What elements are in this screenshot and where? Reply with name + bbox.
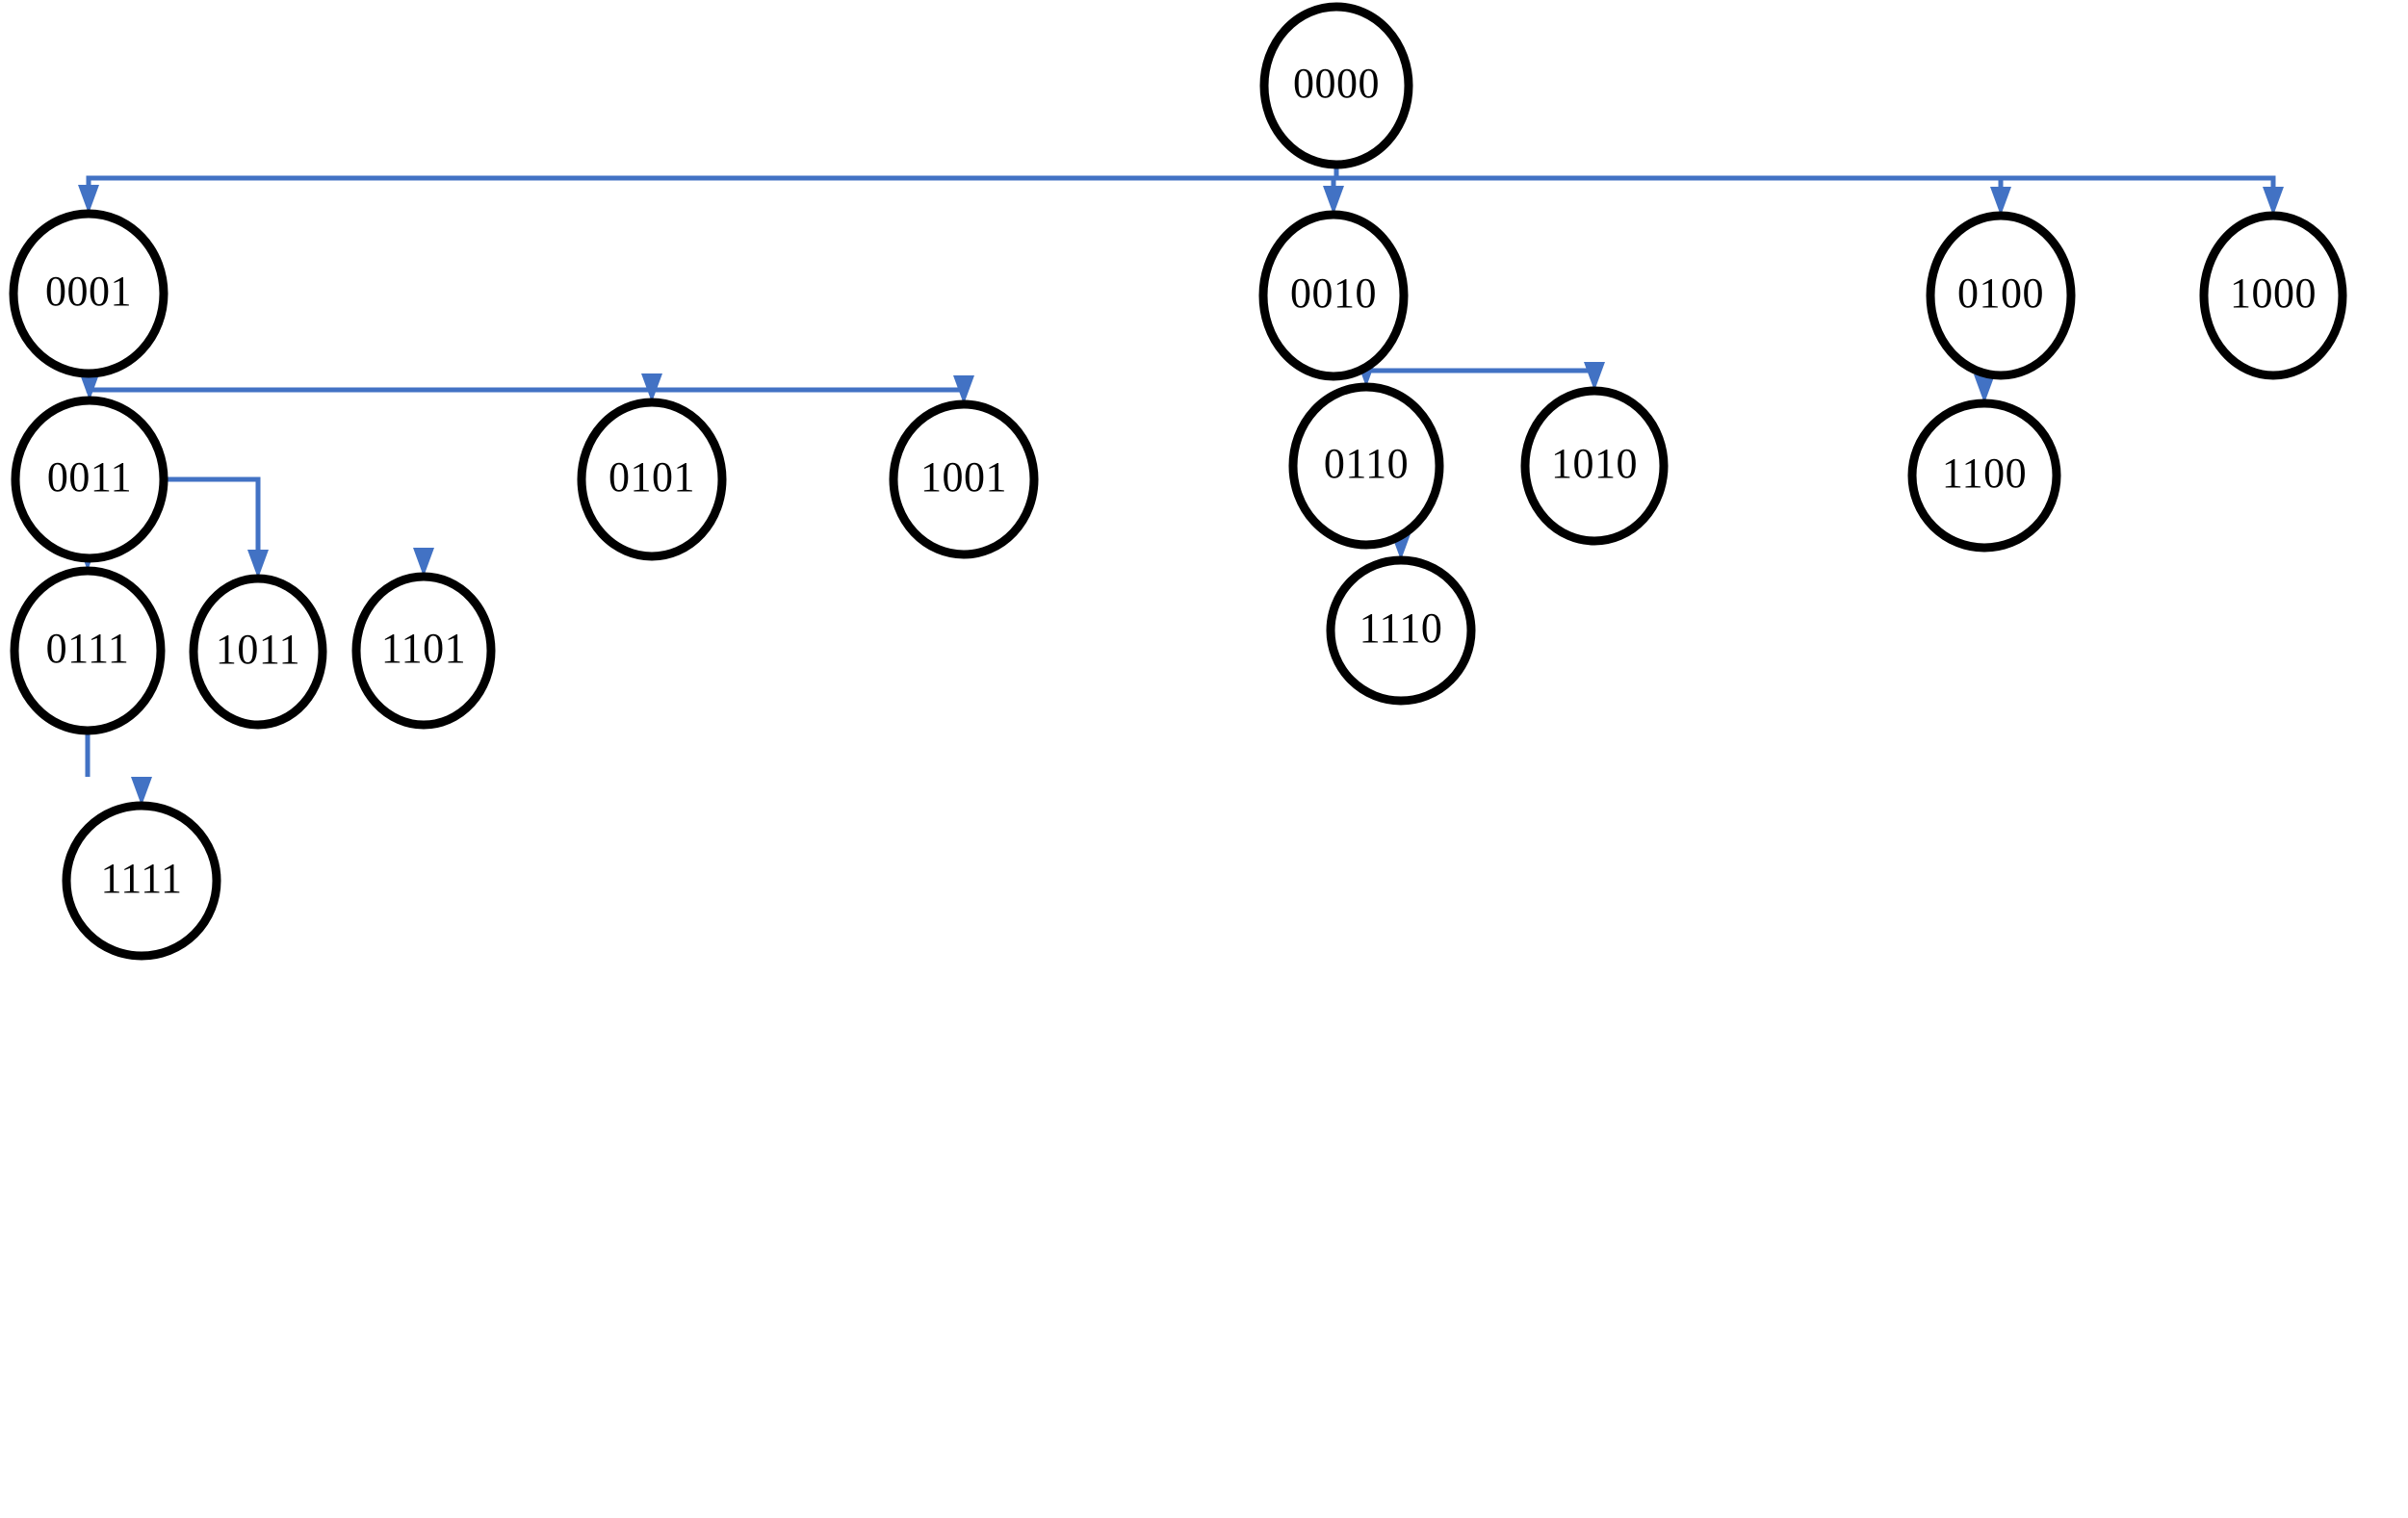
node-circle-1010[interactable] [1520, 386, 1669, 546]
arrowhead-icon [78, 185, 99, 214]
node-circle-0110[interactable] [1288, 382, 1444, 550]
node-label-1100: 1100 [1942, 450, 2027, 497]
node-label-0111: 0111 [46, 625, 130, 672]
node-label-1101: 1101 [381, 625, 466, 672]
node-circle-1111[interactable] [62, 801, 221, 961]
node-circle-0101[interactable] [577, 398, 727, 561]
node-label-1110: 1110 [1359, 605, 1443, 652]
node-0000[interactable]: 0000 [1259, 2, 1413, 169]
edge-0111-to-1111 [85, 731, 152, 806]
node-1110[interactable]: 1110 [1326, 555, 1476, 706]
node-1101[interactable]: 1101 [351, 572, 496, 730]
arrowhead-icon [953, 375, 974, 404]
node-circle-1001[interactable] [889, 399, 1039, 559]
edge-0011-to-1011 [164, 476, 269, 579]
node-circle-1000[interactable] [2199, 211, 2347, 380]
node-0110[interactable]: 0110 [1288, 382, 1444, 550]
node-circle-1101[interactable] [351, 572, 496, 730]
node-1111[interactable]: 1111 [62, 801, 221, 961]
arrowhead-icon [1974, 374, 1995, 403]
edge-line [86, 373, 967, 393]
node-circle-1100[interactable] [1907, 399, 2061, 553]
node-circle-0100[interactable] [1926, 211, 2076, 380]
node-1001[interactable]: 1001 [889, 399, 1039, 559]
node-1011[interactable]: 1011 [189, 574, 327, 730]
edge-line [86, 373, 655, 393]
node-1100[interactable]: 1100 [1907, 399, 2061, 553]
node-0111[interactable]: 0111 [10, 566, 166, 735]
arrowhead-icon [413, 548, 434, 577]
node-label-1000: 1000 [2230, 270, 2317, 317]
node-0010[interactable]: 0010 [1258, 210, 1409, 381]
node-circle-0001[interactable] [9, 209, 168, 378]
node-label-0011: 0011 [47, 453, 132, 501]
edge-0101-to-1101 [413, 548, 655, 577]
edge-0000-to-0001 [78, 165, 1339, 214]
node-0101[interactable]: 0101 [577, 398, 727, 561]
node-circle-0111[interactable] [10, 566, 166, 735]
node-label-0110: 0110 [1324, 440, 1409, 487]
node-layer: 0000 0001 0010 0100 1000 0011 0101 1001 0110 1010… [9, 2, 2347, 961]
edge-line [164, 476, 261, 550]
node-1010[interactable]: 1010 [1520, 386, 1669, 546]
arrowhead-icon [247, 550, 269, 579]
node-label-1001: 1001 [920, 453, 1007, 501]
node-label-0001: 0001 [45, 268, 132, 315]
node-label-1010: 1010 [1551, 440, 1638, 487]
node-circle-0011[interactable] [11, 396, 168, 563]
node-circle-0000[interactable] [1259, 2, 1413, 169]
arrowhead-icon [1990, 187, 2011, 216]
edge-0000-to-0010 [1323, 165, 1344, 215]
arrowhead-icon [1323, 186, 1344, 215]
arrowhead-icon [131, 777, 152, 806]
node-label-0000: 0000 [1293, 60, 1380, 107]
node-label-1111: 1111 [100, 855, 182, 902]
node-1000[interactable]: 1000 [2199, 211, 2347, 380]
node-0100[interactable]: 0100 [1926, 211, 2076, 380]
edge-line [1333, 165, 2276, 187]
node-circle-1011[interactable] [189, 574, 327, 730]
edge-0001-to-1001 [86, 373, 974, 404]
node-circle-1110[interactable] [1326, 555, 1476, 706]
node-circle-0010[interactable] [1258, 210, 1409, 381]
node-0001[interactable]: 0001 [9, 209, 168, 378]
edge-line [86, 165, 1339, 185]
edge-0000-to-0100 [1333, 165, 2011, 216]
edge-0000-to-1000 [1333, 165, 2284, 216]
node-0011[interactable]: 0011 [11, 396, 168, 563]
arrowhead-icon [1584, 362, 1605, 391]
arrowhead-icon [2263, 187, 2284, 216]
edge-layer [77, 165, 2284, 806]
node-label-1011: 1011 [216, 626, 300, 673]
node-label-0010: 0010 [1290, 270, 1377, 317]
node-label-0100: 0100 [1957, 270, 2044, 317]
node-label-0101: 0101 [608, 453, 695, 501]
